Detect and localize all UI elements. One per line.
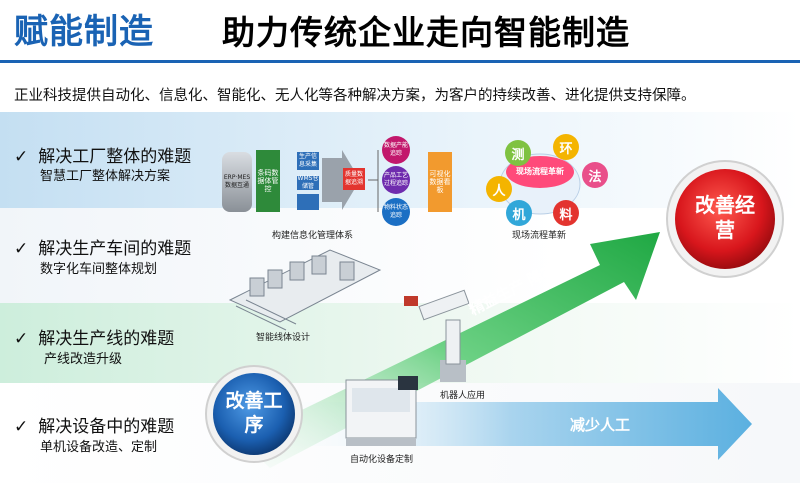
quality-box: 质量数据追溯 bbox=[344, 171, 363, 186]
ring-center-label: 现场流程革新 bbox=[516, 167, 564, 176]
robot-illustration bbox=[404, 289, 470, 382]
visual-board: 可视化数据看板 bbox=[429, 170, 451, 194]
row-factory-sub: 智慧工厂整体解决方案 bbox=[40, 169, 171, 184]
check-icon: ✓ bbox=[14, 329, 29, 349]
caption-process-reform: 现场流程革新 bbox=[512, 231, 567, 241]
data-d1: 数据产能追踪 bbox=[383, 142, 408, 157]
barcode-box: 条码数据体管控 bbox=[257, 169, 279, 193]
circle-left bbox=[205, 365, 303, 463]
info-system-diagram bbox=[222, 136, 452, 226]
header-divider bbox=[0, 60, 800, 63]
machine-illustration bbox=[345, 376, 418, 446]
ring-char-environment: 环 bbox=[553, 134, 579, 160]
header-subtitle: 正业科技提供自动化、信息化、智能化、无人化等各种解决方案，为客户的持续改善、进化… bbox=[14, 88, 696, 104]
header-title-left: 赋能制造 bbox=[14, 12, 154, 52]
ring-char-method: 法 bbox=[582, 162, 608, 188]
ring-char-measure: 测 bbox=[505, 140, 531, 166]
check-icon: ✓ bbox=[14, 239, 29, 259]
circle-left-label: 改善工序 bbox=[225, 390, 283, 436]
caption-automation: 自动化设备定制 bbox=[350, 455, 414, 465]
header-title-right: 助力传统企业走向智能制造 bbox=[222, 13, 630, 52]
caption-info-system: 构建信息化管理体系 bbox=[272, 231, 354, 241]
check-icon: ✓ bbox=[14, 417, 29, 437]
row-device-sub: 单机设备改造、定制 bbox=[40, 440, 158, 455]
row-line-sub: 产线改造升级 bbox=[44, 352, 123, 367]
row-workshop-sub: 数字化车间整体规划 bbox=[40, 262, 158, 277]
ring-char-material: 料 bbox=[553, 200, 579, 226]
caption-smart-line: 智能线体设计 bbox=[256, 333, 311, 343]
row-device-title: ✓ 解决设备中的难题 bbox=[14, 412, 174, 437]
row-workshop-title-text: 解决生产车间的难题 bbox=[38, 239, 192, 259]
row-line-title-text: 解决生产线的难题 bbox=[38, 329, 175, 349]
circle-right-label: 改善经营 bbox=[695, 193, 755, 242]
row-workshop-title: ✓ 解决生产车间的难题 bbox=[14, 234, 191, 259]
row-device-title-text: 解决设备中的难题 bbox=[38, 417, 175, 437]
row-factory-title-text: 解决工厂整体的难题 bbox=[38, 147, 192, 167]
caption-robot: 机器人应用 bbox=[440, 391, 486, 401]
wms-box: WMS仓储管 bbox=[297, 175, 319, 190]
row-factory-title: ✓ 解决工厂整体的难题 bbox=[14, 142, 191, 167]
ring-char-machine: 机 bbox=[506, 200, 532, 226]
prod-box: 生产信息采集 bbox=[298, 153, 317, 168]
data-d3: 物料状态追踪 bbox=[383, 204, 408, 219]
ring-char-people: 人 bbox=[486, 176, 512, 202]
row-line-title: ✓ 解决生产线的难题 bbox=[14, 324, 174, 349]
erp-box: ERP·MES数据互通 bbox=[223, 174, 251, 189]
smart-line-illustration bbox=[228, 249, 382, 331]
data-d2: 产品工艺过程追踪 bbox=[383, 172, 408, 187]
lower-arrow-label: 减少人工 bbox=[570, 416, 631, 434]
circle-right bbox=[666, 160, 784, 278]
check-icon: ✓ bbox=[14, 147, 29, 167]
